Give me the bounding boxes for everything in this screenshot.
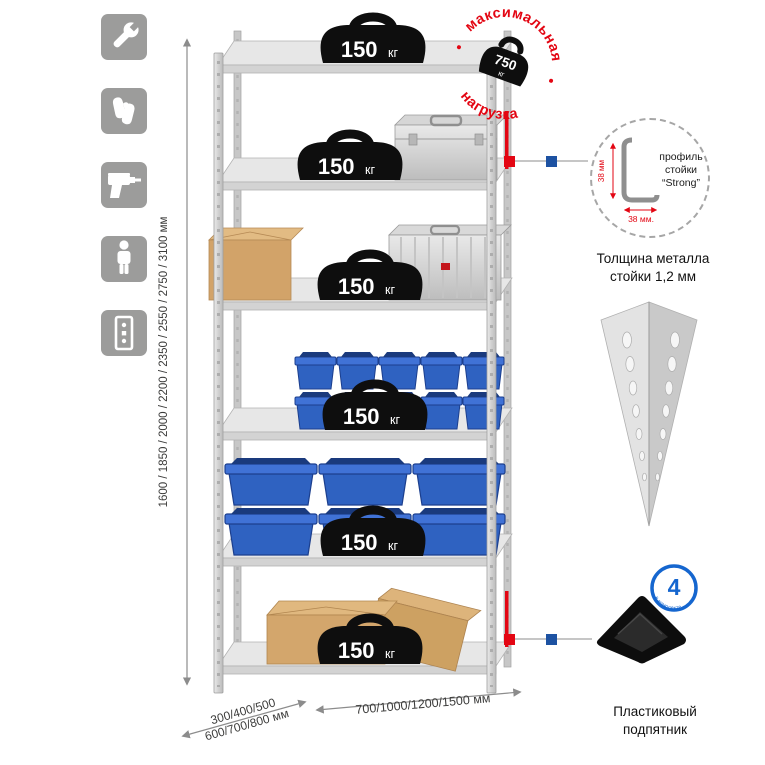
svg-text:4: 4 (668, 574, 681, 600)
post-profile-callout: 38 мм 38 мм. профиль стойки “Strong” (590, 118, 710, 238)
feature-icon-tile (101, 88, 147, 134)
included-quantity-badge: 4 в комплекте (650, 564, 698, 612)
wrench-icon (113, 20, 141, 48)
post-highlight (505, 591, 509, 647)
profile-dim-vertical: 38 мм (597, 160, 606, 182)
gloves-icon (112, 97, 135, 125)
height-dimension-label: 1600 / 1850 / 2000 / 2200 / 2350 / 2550 … (158, 216, 170, 508)
stamp-arc-bottom: нагрузка (454, 85, 525, 131)
feature-icon-tile (101, 310, 147, 356)
foot-caption: Пластиковый подпятник (613, 704, 697, 737)
rack-post-icon (114, 315, 134, 351)
svg-text:150 кг: 150 кг (341, 37, 399, 62)
shelf-load-weight: 150 кг (321, 17, 426, 63)
shelf-load-weight: 150 кг (298, 134, 403, 180)
feature-icon-tile (101, 236, 147, 282)
svg-text:“Strong”: “Strong” (662, 177, 700, 189)
person-icon (117, 240, 131, 274)
blue-marker-square (546, 634, 557, 645)
shelving-rack-graphic: 150 кг 150 кг (208, 5, 513, 694)
rack-back-post (503, 30, 512, 668)
angle-profile-drawing (621, 137, 660, 203)
aluminum-case (394, 114, 508, 181)
blue-marker-square (546, 156, 557, 167)
kettlebell-weight-icon: 750 кг (478, 36, 529, 87)
post-highlight (505, 111, 509, 169)
feature-icon-tile (101, 162, 147, 208)
svg-text:кг: кг (497, 69, 506, 80)
profile-caption: Толщина металла стойки 1,2 мм (596, 251, 710, 284)
shelf-load-weight: 150 кг (321, 510, 426, 556)
svg-text:нагрузка: нагрузка (454, 85, 525, 131)
rack-back-post (233, 30, 242, 668)
profile-dim-horizontal: 38 мм. (628, 214, 654, 224)
feature-icon-tile (101, 14, 147, 60)
angle-post-image (600, 301, 698, 527)
max-load-stamp: максимальная нагрузка 750 кг (454, 0, 572, 131)
svg-text:профиль: профиль (659, 151, 703, 163)
svg-text:150 кг: 150 кг (343, 404, 401, 429)
svg-text:150 кг: 150 кг (341, 530, 399, 555)
svg-text:150 кг: 150 кг (338, 274, 396, 299)
drill-icon (108, 173, 141, 198)
svg-text:стойки: стойки (665, 164, 697, 176)
post-profile-diagram: 38 мм 38 мм. профиль стойки “Strong” (597, 137, 703, 224)
shelf-load-weight: 150 кг (318, 618, 423, 664)
svg-text:150 кг: 150 кг (338, 638, 396, 663)
plastic-foot-image (596, 596, 686, 664)
svg-text:150 кг: 150 кг (318, 154, 376, 179)
shelf-load-weight: 150 кг (318, 254, 423, 300)
svg-text:750: 750 (492, 52, 518, 74)
shelf-load-weight: 150 кг (323, 384, 428, 430)
